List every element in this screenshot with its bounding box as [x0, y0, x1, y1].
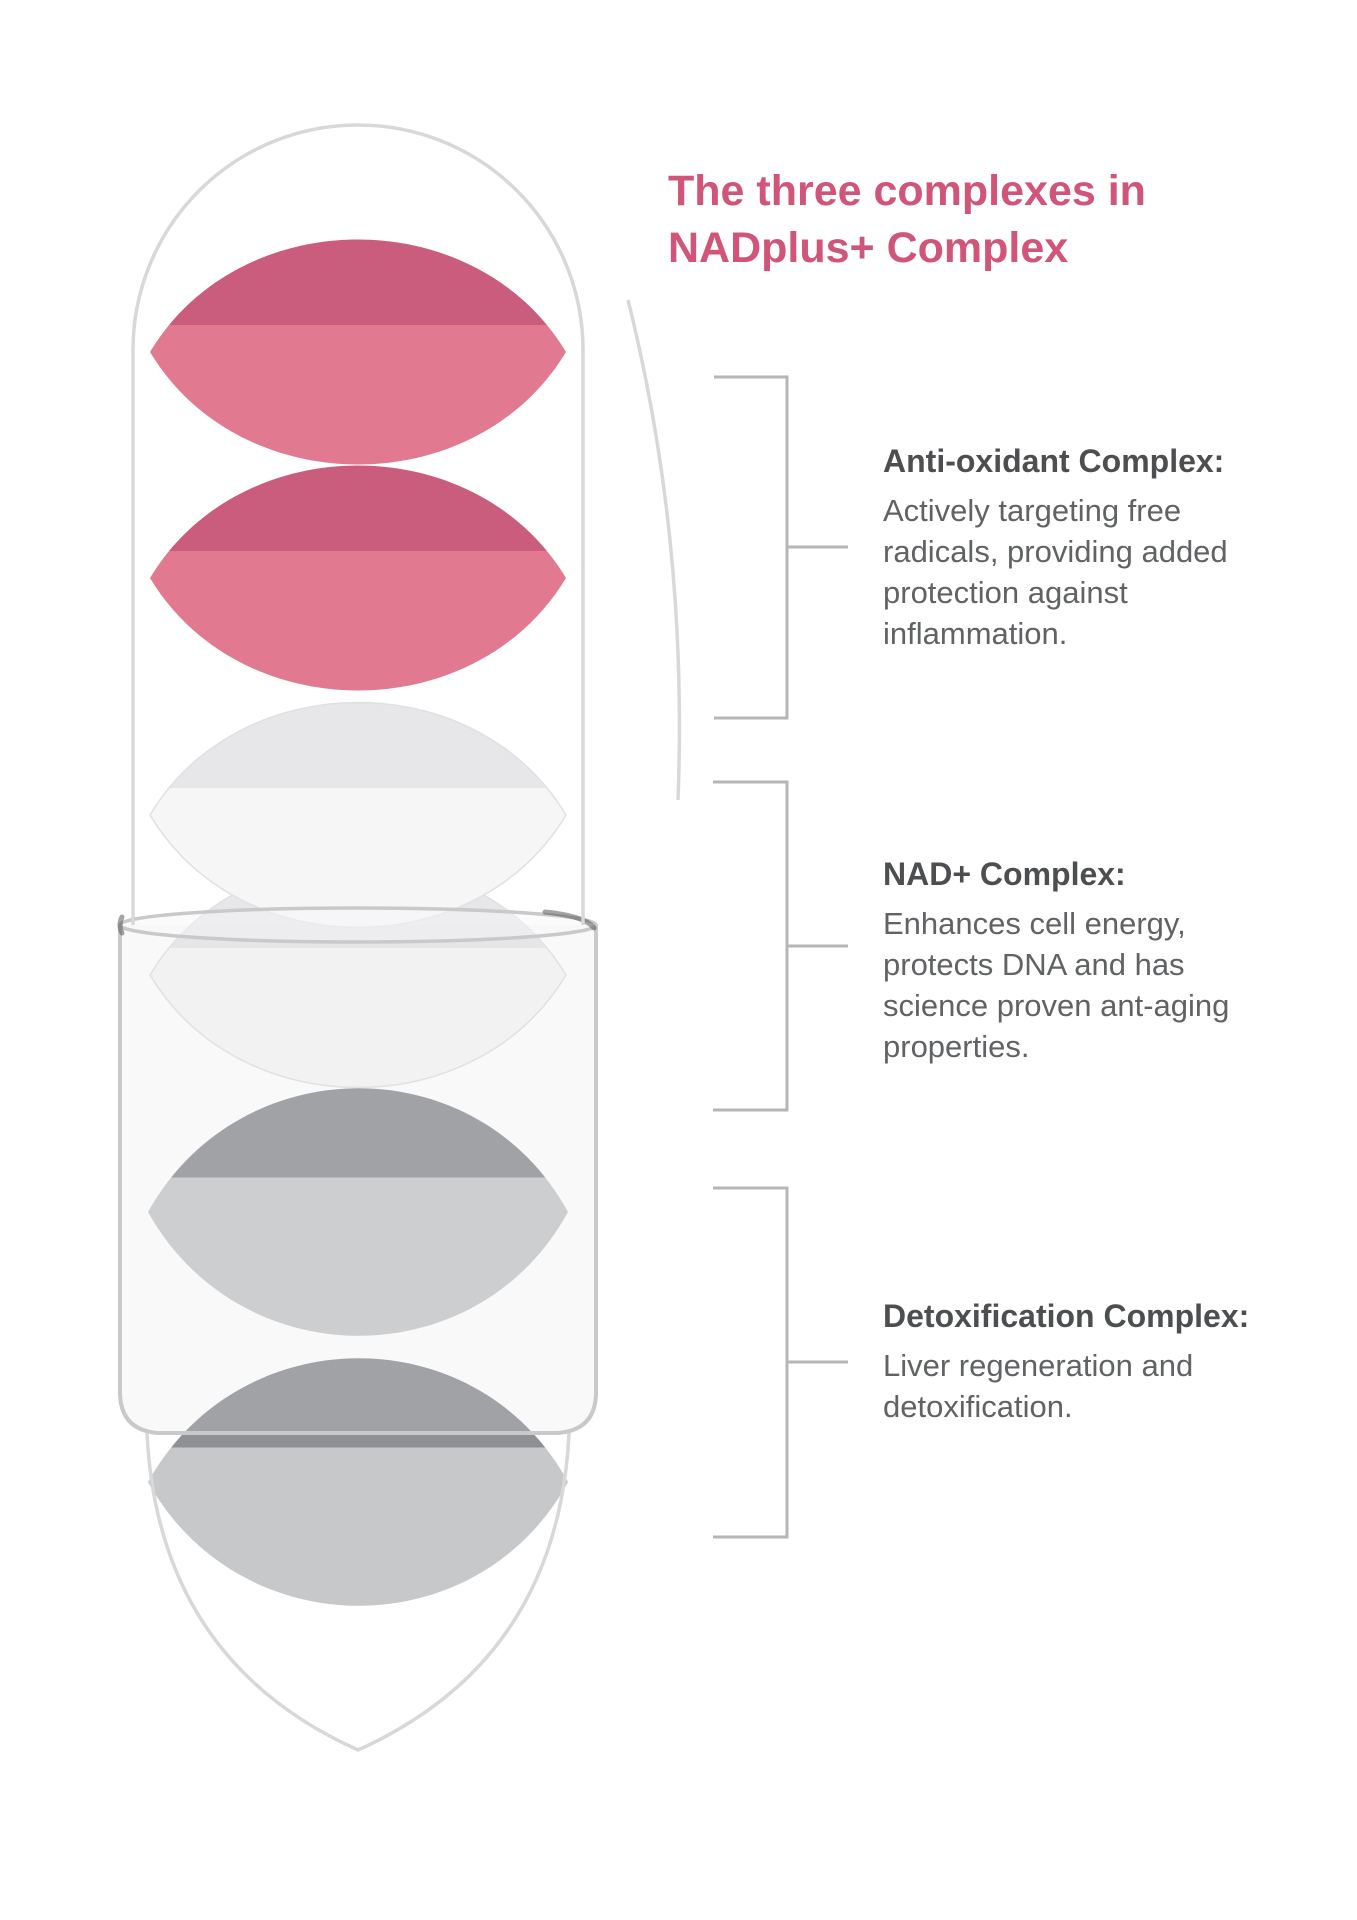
- section-antioxidant-heading: Anti-oxidant Complex:: [883, 443, 1225, 479]
- detox-tablet-1: [148, 1088, 568, 1336]
- bracket-detox: [713, 1186, 848, 1539]
- capsule-rim-shadow-right: [542, 909, 597, 931]
- bracket-antioxidant: [714, 375, 848, 720]
- section-detox: Detoxification Complex: Liver regenerati…: [883, 1295, 1249, 1427]
- capsule-bottom-outline: [145, 1432, 571, 1752]
- nad-tablet-1: [149, 701, 567, 929]
- page-title: The three complexes in NADplus+ Complex: [668, 167, 1146, 272]
- section-nad-heading: NAD+ Complex:: [883, 856, 1126, 892]
- capsule-outline: [131, 123, 682, 1752]
- section-antioxidant: Anti-oxidant Complex: Actively targeting…: [883, 440, 1228, 654]
- section-nad-body: Enhances cell energy, protects DNA and h…: [883, 906, 1230, 1064]
- section-detox-heading: Detoxification Complex:: [883, 1298, 1250, 1334]
- section-detox-body: Liver regeneration and detoxification.: [883, 1348, 1194, 1424]
- detox-tablet-2: [148, 1358, 568, 1606]
- section-brackets: [713, 375, 848, 1539]
- section-antioxidant-body: Actively targeting free radicals, provid…: [883, 493, 1228, 651]
- capsule-highlight-arc: [626, 299, 682, 801]
- capsule-cup-glass: [120, 925, 596, 1433]
- capsule-rim-shadow-left: [117, 914, 125, 936]
- bracket-nad: [713, 780, 848, 1112]
- antioxidant-tablet-1: [150, 239, 566, 465]
- antioxidant-tablet-2: [150, 465, 566, 691]
- capsule-cup-wall: [118, 925, 598, 1435]
- capsule-cap-outline: [131, 123, 585, 925]
- capsule-cup-rim: [118, 906, 598, 944]
- section-nad: NAD+ Complex: Enhances cell energy, prot…: [883, 853, 1229, 1067]
